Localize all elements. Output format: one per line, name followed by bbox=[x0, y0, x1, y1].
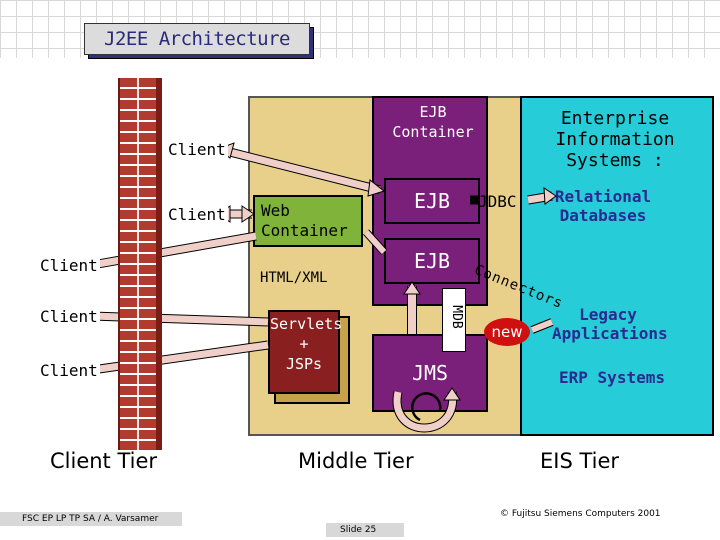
middle-tier-label: Middle Tier bbox=[298, 449, 414, 473]
footer-copyright: © Fujitsu Siemens Computers 2001 bbox=[500, 509, 661, 519]
jdbc-label: JDBC bbox=[478, 192, 517, 211]
ejb-component: EJB bbox=[384, 178, 480, 224]
client-tier-label: Client Tier bbox=[50, 449, 158, 473]
jms-loop-head bbox=[443, 387, 461, 401]
web-container: Web Container bbox=[253, 195, 363, 247]
eis-heading-line: Information bbox=[555, 129, 675, 150]
slide-number: Slide 25 bbox=[326, 523, 404, 537]
firewall-wall bbox=[118, 78, 160, 450]
servlets-line: + bbox=[299, 335, 309, 353]
slide-title: J2EE Architecture bbox=[84, 23, 310, 55]
legacy-applications-label: Legacy Applications bbox=[552, 305, 668, 343]
arrow-jdbc-relational-head bbox=[543, 187, 557, 205]
jms-box: JMS bbox=[372, 334, 488, 412]
relational-databases-label: Relational Databases bbox=[548, 187, 658, 225]
relational-line: Relational bbox=[554, 187, 652, 206]
web-container-line: Web bbox=[261, 201, 290, 220]
arrow-new-legacy-fill bbox=[530, 319, 554, 333]
eis-tier-panel bbox=[520, 96, 714, 436]
client-label: Client bbox=[38, 361, 100, 381]
client-label: Client bbox=[166, 140, 228, 160]
web-container-line: Container bbox=[261, 221, 348, 240]
arrow-web-ejb-fill bbox=[363, 229, 387, 255]
mdb-box bbox=[442, 288, 466, 352]
relational-line: Databases bbox=[559, 206, 647, 225]
eis-heading-line: Systems : bbox=[566, 150, 664, 171]
arrow-client-web-head-a bbox=[241, 205, 255, 223]
arrow-ejb-jms-head bbox=[403, 281, 421, 295]
jms-loop-fill bbox=[393, 391, 457, 432]
arrow-client3-web-fill bbox=[91, 232, 257, 269]
new-badge: new bbox=[484, 318, 530, 346]
servlets-jsps-box: Servlets + JSPs bbox=[268, 310, 343, 394]
ejb-container-line: EJB bbox=[419, 103, 447, 121]
firewall-wall-side bbox=[156, 78, 162, 450]
arrow-client-ejb-fill bbox=[221, 146, 381, 194]
erp-systems-label: ERP Systems bbox=[559, 368, 665, 387]
eis-heading-line: Enterprise bbox=[560, 108, 670, 129]
eis-heading: Enterprise Information Systems : bbox=[530, 108, 700, 171]
client-label: Client bbox=[38, 256, 100, 276]
servlets-line: Servlets bbox=[270, 315, 343, 333]
client-label: Client bbox=[166, 205, 228, 225]
html-xml-label: HTML/XML bbox=[260, 270, 328, 286]
ejb-component: EJB bbox=[384, 238, 480, 284]
client-label: Client bbox=[38, 307, 100, 327]
legacy-line: Applications bbox=[552, 324, 668, 343]
legacy-line: Legacy bbox=[579, 305, 637, 324]
ejb-container-line: Container bbox=[392, 123, 474, 141]
footer-author: FSC EP LP TP SA / A. Varsamer bbox=[0, 512, 182, 526]
ejb-container-label: EJB Container bbox=[378, 102, 488, 142]
arrow-client-ejb-head-a bbox=[367, 179, 386, 197]
servlets-line: JSPs bbox=[285, 355, 323, 373]
eis-tier-label: EIS Tier bbox=[540, 449, 620, 473]
jms-cycle-arrow bbox=[410, 392, 442, 422]
